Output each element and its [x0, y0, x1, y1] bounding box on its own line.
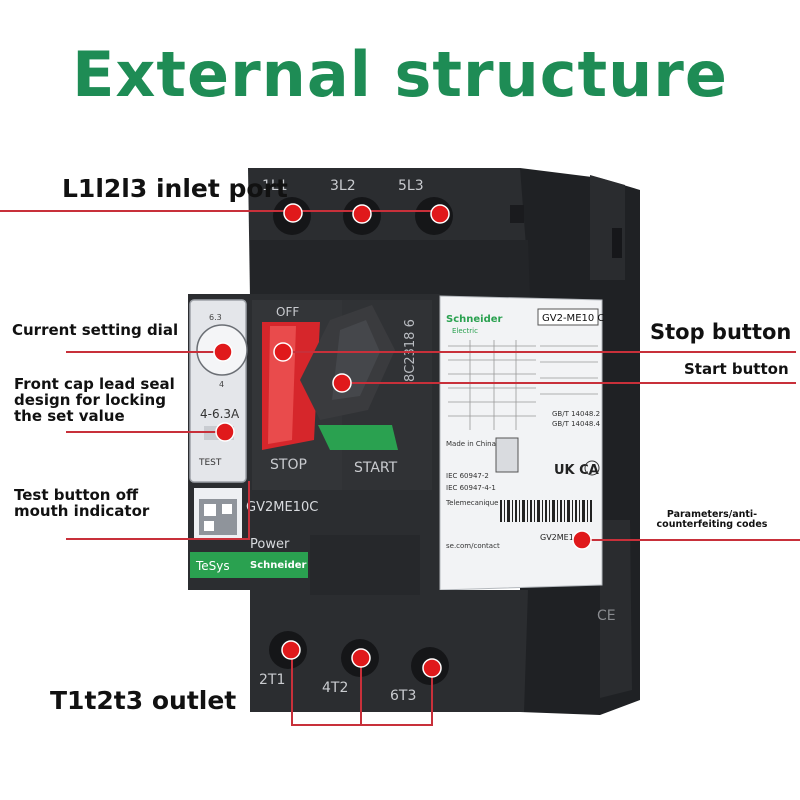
barcode	[500, 500, 592, 522]
label-start-button: Start button	[684, 360, 789, 378]
terminal-label-5l3: 5L3	[398, 178, 424, 194]
label-current-setting-dial: Current setting dial	[12, 321, 179, 339]
telemecanique-label: Telemecanique	[445, 499, 498, 507]
terminal-label-4t2: 4T2	[322, 680, 348, 696]
start-label: START	[354, 460, 398, 476]
terminal-label-2t1: 2T1	[259, 672, 285, 688]
stop-label: STOP	[270, 457, 307, 473]
label-inlet-port: L1l2l3 inlet port	[62, 174, 288, 203]
terminal-label-3l2: 3L2	[330, 178, 356, 194]
front-model-label: GV2ME10C	[246, 500, 318, 515]
off-label: OFF	[276, 305, 299, 319]
standard-1: IEC 60947-2	[446, 472, 489, 480]
power-label: Power	[250, 537, 290, 552]
standard-2: IEC 60947-4-1	[446, 484, 496, 492]
tesys-strip	[190, 552, 308, 578]
barcode-model: GV2ME10C	[540, 533, 585, 542]
dial-max-label: 6.3	[209, 313, 222, 322]
marker-start	[332, 373, 352, 393]
marker-outlet-3	[422, 658, 442, 678]
label-outlet: T1t2t3 outlet	[50, 686, 237, 715]
current-range-label: 4-6.3A	[200, 407, 240, 421]
marker-inlet-3	[430, 204, 450, 224]
test-label: TEST	[198, 458, 222, 468]
marker-stop	[273, 342, 293, 362]
dial-min-label: 4	[219, 380, 224, 389]
marker-seal	[215, 422, 235, 442]
serial-number: 8C2318 6	[403, 319, 418, 382]
terminal-label-1l1: 1L1	[262, 178, 288, 194]
label-stop-button: Stop button	[650, 320, 792, 344]
marker-outlet-1	[281, 640, 301, 660]
web-label: se.com/contact	[446, 542, 500, 550]
tesys-label: TeSys	[195, 559, 230, 573]
label-test-button: Test button off mouth indicator	[14, 486, 150, 521]
plate-brand: Schneider	[446, 314, 503, 325]
plate-model: GV2-ME10 C	[542, 313, 604, 324]
label-parameters-codes: Parameters/anti-counterfeiting codes	[656, 509, 768, 531]
marker-dial	[213, 342, 233, 362]
brand-strip-label: Schneider	[250, 560, 307, 571]
gb-standard-1: GB/T 14048.2	[552, 410, 600, 418]
marker-inlet-1	[283, 203, 303, 223]
label-front-cap-lead-seal: Front cap lead seal design for locking t…	[14, 375, 175, 426]
made-in-label: Made in China	[446, 440, 496, 448]
gb-standard-2: GB/T 14048.4	[552, 420, 601, 428]
page-title: External structure	[72, 38, 728, 111]
marker-outlet-2	[351, 648, 371, 668]
terminal-label-6t3: 6T3	[390, 688, 416, 704]
marker-params	[572, 530, 592, 550]
ce-mark: CE	[597, 608, 616, 624]
ukca-mark: UK CA	[554, 463, 599, 478]
marker-inlet-2	[352, 204, 372, 224]
plate-brand-sub: Electric	[452, 327, 478, 335]
